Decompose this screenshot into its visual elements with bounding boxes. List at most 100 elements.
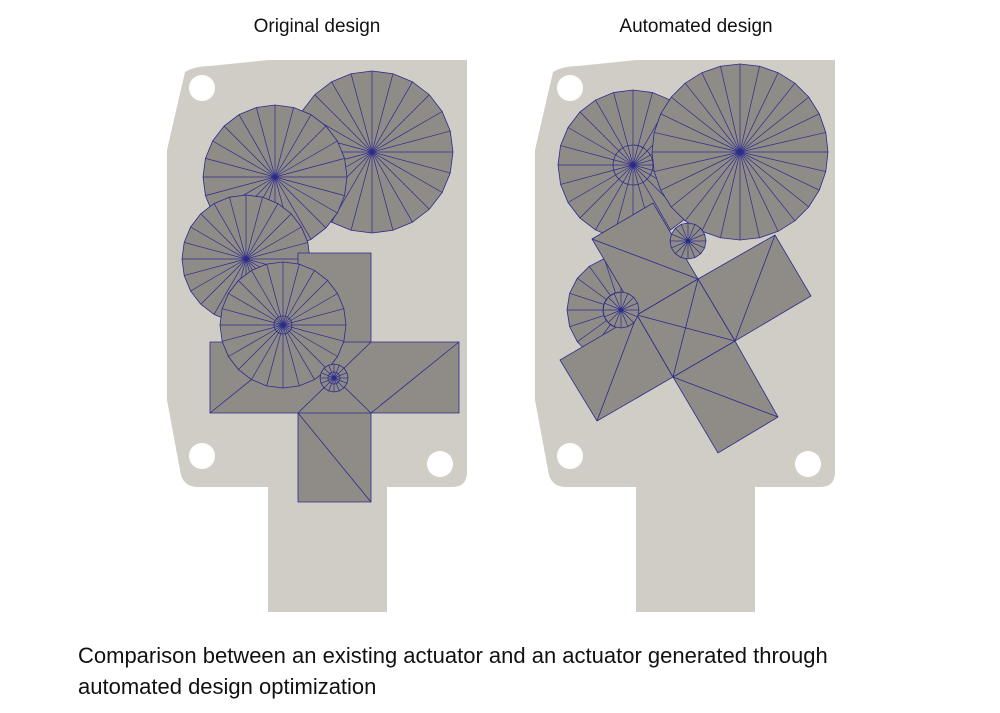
- hub-ring: [327, 371, 341, 385]
- mesh-spoke: [371, 151, 430, 210]
- mesh-spoke: [620, 309, 629, 327]
- mounting-hole: [795, 451, 821, 477]
- mesh-spoke: [675, 228, 689, 242]
- mesh-spoke: [680, 224, 689, 242]
- mesh-spoke: [371, 151, 443, 193]
- mesh-spoke: [739, 96, 810, 153]
- mesh-spoke: [620, 309, 634, 323]
- mesh-spoke: [333, 377, 340, 392]
- mesh-spoke: [251, 270, 284, 326]
- mesh-spoke: [604, 309, 622, 318]
- mesh-spoke: [579, 164, 634, 219]
- mesh-spoke: [212, 140, 276, 178]
- mesh-spoke: [684, 82, 741, 153]
- mesh-spoke: [620, 297, 634, 311]
- mounting-hole: [189, 443, 215, 469]
- mesh-spoke: [245, 226, 302, 260]
- hub-ring: [612, 144, 654, 186]
- mesh-spoke: [560, 145, 634, 166]
- mesh-spoke: [687, 233, 705, 242]
- gear-center: [272, 174, 278, 180]
- mesh-spoke: [671, 240, 689, 249]
- mesh-spoke: [670, 151, 741, 208]
- mesh-spoke: [320, 377, 335, 384]
- mesh-spoke: [228, 324, 284, 357]
- original-design-panel: [167, 60, 467, 612]
- mesh-spoke: [684, 151, 741, 222]
- mesh-spoke: [222, 308, 284, 326]
- figure-caption: Comparison between an existing actuator …: [78, 640, 978, 702]
- mesh-spoke: [567, 164, 634, 203]
- mesh-spoke: [282, 280, 328, 326]
- mesh-spoke: [274, 176, 345, 196]
- mesh-spoke: [228, 293, 284, 326]
- mesh-spoke: [620, 302, 638, 311]
- mesh-spoke: [282, 264, 300, 326]
- mesh-edge: [596, 314, 638, 422]
- mesh-spoke: [560, 164, 634, 185]
- mesh-spoke: [660, 113, 741, 153]
- gear-disc: [669, 222, 707, 260]
- mesh-spoke: [282, 308, 344, 326]
- mesh-spoke: [613, 92, 634, 166]
- gear-disc: [319, 363, 349, 393]
- mesh-spoke: [282, 324, 344, 342]
- mesh-spoke: [205, 176, 276, 196]
- mesh-spoke: [739, 151, 826, 172]
- mesh-spoke: [739, 66, 760, 153]
- mesh-spoke: [256, 107, 276, 178]
- mesh-spoke: [200, 258, 247, 305]
- mesh-spoke: [595, 164, 634, 231]
- mesh-spoke: [608, 309, 622, 323]
- mesh-spoke: [371, 94, 430, 153]
- mesh-spoke: [200, 213, 247, 260]
- mesh-spoke: [687, 224, 696, 242]
- mesh-spoke: [314, 94, 373, 153]
- mesh-spoke: [282, 324, 338, 357]
- mesh-spoke: [331, 81, 373, 153]
- mesh-spoke: [654, 151, 741, 172]
- mesh-spoke: [282, 324, 315, 380]
- mesh-spoke: [720, 66, 741, 153]
- mesh-spoke: [371, 151, 394, 231]
- mesh-edge: [672, 376, 779, 418]
- mesh-spoke: [620, 293, 629, 311]
- panel-title-original: Original design: [253, 16, 381, 37]
- mesh-spoke: [739, 151, 760, 238]
- gear-center: [737, 149, 743, 155]
- mesh-spoke: [739, 82, 796, 153]
- mesh-spoke: [323, 377, 335, 389]
- mesh-spoke: [245, 203, 279, 260]
- mesh-spoke: [350, 151, 373, 231]
- mesh-spoke: [333, 377, 345, 389]
- mounting-hole: [427, 451, 453, 477]
- mesh-spoke: [567, 127, 634, 166]
- mesh-spoke: [720, 151, 741, 238]
- mesh-spoke: [654, 132, 741, 153]
- mesh-edge: [672, 278, 699, 378]
- mesh-spoke: [333, 364, 340, 379]
- mesh-spoke: [238, 280, 284, 326]
- mesh-spoke: [371, 130, 451, 153]
- mesh-spoke: [266, 324, 284, 386]
- mesh-spoke: [282, 324, 300, 386]
- mesh-spoke: [675, 240, 689, 254]
- automated-design-panel: [535, 60, 835, 612]
- mesh-spoke: [604, 302, 622, 311]
- mesh-spoke: [328, 377, 335, 392]
- mesh-edge: [297, 412, 372, 503]
- mounting-hole: [189, 75, 215, 101]
- mesh-spoke: [739, 151, 810, 208]
- mesh-spoke: [371, 73, 394, 153]
- mesh-edge: [734, 234, 776, 342]
- mesh-spoke: [274, 107, 294, 178]
- gear-center: [243, 256, 249, 262]
- mesh-spoke: [274, 176, 312, 240]
- mounting-hole: [557, 75, 583, 101]
- mesh-spoke: [333, 372, 348, 379]
- gear-center: [685, 238, 691, 244]
- mesh-spoke: [632, 92, 653, 166]
- mesh-spoke: [687, 228, 701, 242]
- mesh-spoke: [251, 324, 284, 380]
